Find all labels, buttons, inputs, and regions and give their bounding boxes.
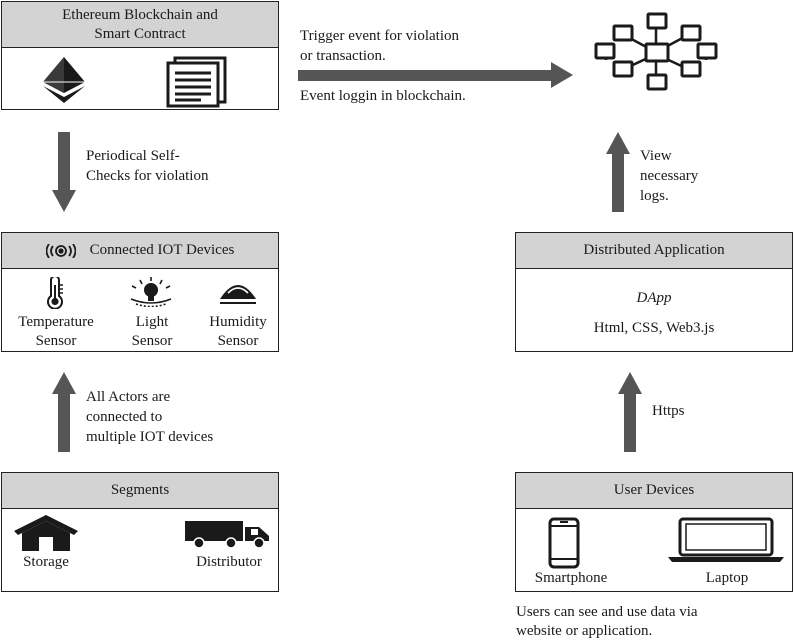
view-logs-label-line3: logs. — [640, 188, 669, 204]
laptop-icon — [668, 517, 784, 562]
temperature-sensor-label: Temperature Sensor — [8, 313, 104, 351]
trigger-event-arrow — [298, 62, 573, 88]
view-logs-arrow — [606, 132, 630, 212]
truck-icon — [185, 521, 269, 549]
wireless-signal-icon — [45, 243, 76, 258]
blockchain-title-line2: Smart Contract — [94, 25, 186, 42]
segments-title: Segments — [110, 482, 170, 498]
footer-note-line2: website or application. — [516, 623, 653, 639]
https-label: Https — [652, 403, 685, 419]
dapp-tech: Html, CSS, Web3.js — [593, 320, 715, 336]
distributor-label: Distributor — [196, 554, 262, 570]
dapp-name: DApp — [636, 290, 672, 306]
blockchain-network-icon — [594, 12, 718, 91]
smartphone-icon — [548, 517, 580, 569]
light-sensor-icon — [130, 277, 172, 307]
thermometer-icon — [47, 277, 63, 309]
user-devices-title: User Devices — [613, 482, 695, 498]
dapp-header: Distributed Application — [516, 233, 792, 269]
selfcheck-arrow — [52, 132, 76, 212]
smartphone-label: Smartphone — [534, 570, 608, 586]
blockchain-title-line1: Ethereum Blockchain and — [62, 6, 218, 23]
iot-devices-title: Connected IOT Devices — [89, 242, 235, 258]
house-icon — [14, 515, 78, 551]
storage-label: Storage — [23, 554, 69, 570]
trigger-event-label-line1: Trigger event for violation — [300, 28, 460, 44]
https-arrow — [618, 372, 642, 452]
selfcheck-label-line1: Periodical Self- — [86, 148, 180, 164]
footer-note-line1: Users can see and use data via — [516, 604, 698, 620]
segments-header: Segments — [2, 473, 278, 509]
view-logs-label-line2: necessary — [640, 168, 699, 184]
selfcheck-label-line2: Checks for violation — [86, 168, 209, 184]
humidity-sensor-icon — [220, 285, 256, 304]
dapp-box: Distributed Application DApp Html, CSS, … — [515, 232, 793, 352]
light-sensor-line2: Sensor — [131, 333, 173, 349]
humidity-sensor-line2: Sensor — [217, 333, 259, 349]
dapp-title: Distributed Application — [583, 242, 725, 258]
laptop-label: Laptop — [705, 570, 749, 586]
user-devices-header: User Devices — [516, 473, 792, 509]
actors-label-line3: multiple IOT devices — [86, 429, 214, 445]
humidity-sensor-line1: Humidity — [209, 314, 267, 330]
iot-devices-box: Connected IOT Devices Temperature Sensor… — [1, 232, 279, 352]
ethereum-logo-icon — [43, 57, 85, 103]
temperature-sensor-line1: Temperature — [18, 314, 94, 330]
user-devices-box: User Devices Smartphone Laptop — [515, 472, 793, 592]
event-log-label: Event loggin in blockchain. — [300, 88, 466, 104]
segments-box: Segments Storage Distributor — [1, 472, 279, 592]
actors-label-line1: All Actors are — [86, 389, 171, 405]
actors-arrow — [52, 372, 76, 452]
actors-label-line2: connected to — [86, 409, 163, 425]
light-sensor-line1: Light — [135, 314, 169, 330]
light-sensor-label: Light Sensor — [112, 313, 192, 351]
humidity-sensor-label: Humidity Sensor — [198, 313, 278, 351]
documents-icon — [166, 56, 227, 108]
view-logs-label-line1: View — [640, 148, 672, 164]
blockchain-box: Ethereum Blockchain and Smart Contract — [1, 1, 279, 110]
iot-devices-header: Connected IOT Devices — [2, 233, 278, 269]
trigger-event-label-line2: or transaction. — [300, 48, 386, 64]
temperature-sensor-line2: Sensor — [35, 333, 77, 349]
blockchain-box-header: Ethereum Blockchain and Smart Contract — [2, 2, 278, 48]
